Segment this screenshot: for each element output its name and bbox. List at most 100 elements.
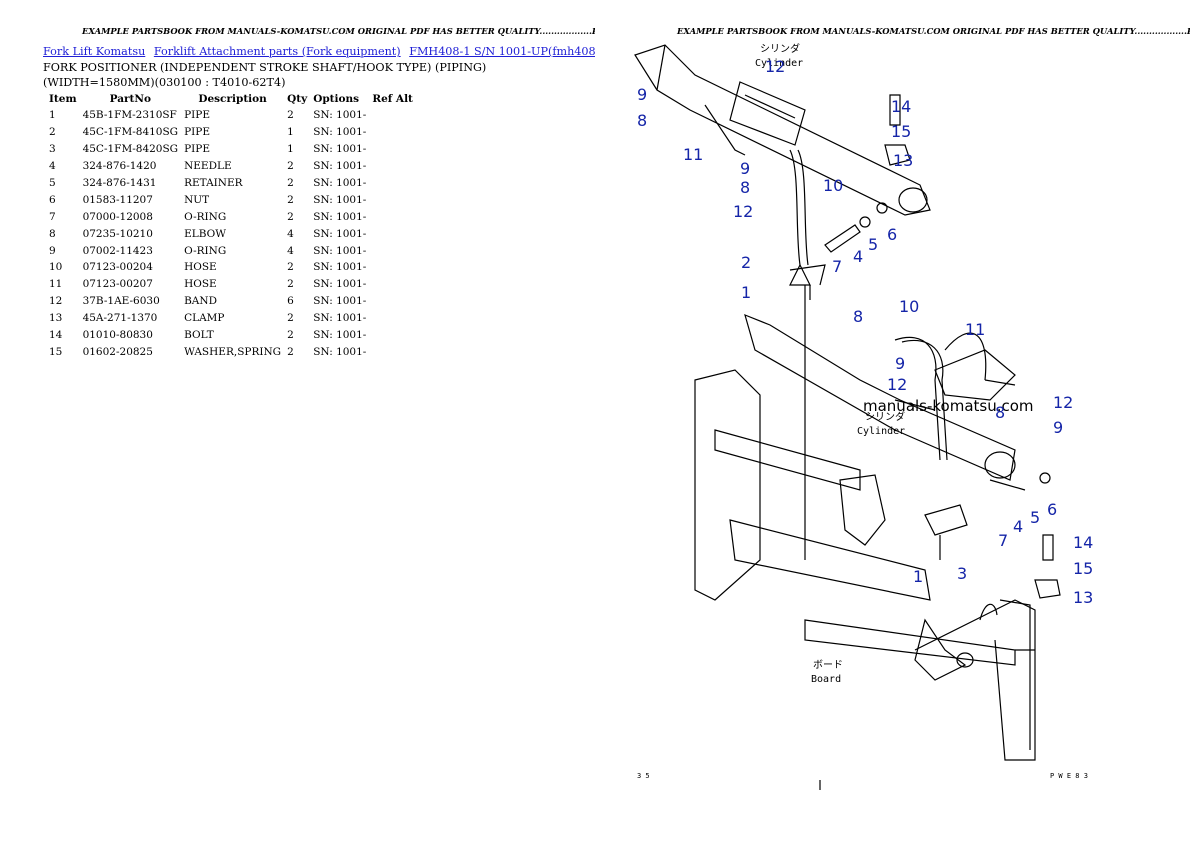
cell-qty: 4 <box>287 244 294 257</box>
cell-ref-alt <box>369 107 416 124</box>
cell-ref-alt <box>369 141 416 158</box>
cell-qty: 2 <box>287 312 294 325</box>
cell-item: 7 <box>49 210 56 223</box>
callout-number: 3 <box>957 564 967 583</box>
callout-number: 9 <box>740 159 750 178</box>
page-subtitle: (WIDTH=1580MM)(030100 : T4010-62T4) <box>43 76 286 89</box>
cell-options: SN: 1001- <box>313 160 367 173</box>
cell-item: 1 <box>49 109 56 122</box>
cell-options: SN: 1001- <box>313 126 367 139</box>
cell-qty: 2 <box>287 177 294 189</box>
callout-number: 12 <box>887 375 907 394</box>
cell-options: SN: 1001- <box>313 177 367 189</box>
cell-ref-alt <box>369 175 416 192</box>
cell-qty: 2 <box>287 329 294 342</box>
cell-ref-alt <box>369 259 416 276</box>
cell-partno: 07123-00204 <box>82 261 153 274</box>
cell-options: SN: 1001- <box>313 329 367 342</box>
cell-ref-alt <box>369 276 416 293</box>
cylinder-label-jp: シリンダ <box>760 42 800 55</box>
footer-page-ref: 3 5 <box>637 772 650 780</box>
cell-item: 12 <box>49 295 63 308</box>
cell-qty: 2 <box>287 278 294 291</box>
cell-item: 8 <box>49 227 56 240</box>
callout-number: 8 <box>740 178 750 197</box>
callout-number: 8 <box>637 111 647 130</box>
breadcrumb-link-category[interactable]: Fork Lift Komatsu <box>43 45 146 58</box>
cell-qty: 2 <box>287 109 294 122</box>
cell-item: 6 <box>49 193 56 206</box>
callout-number: 15 <box>1073 559 1093 578</box>
cell-description: NUT <box>184 193 210 206</box>
parts-exploded-diagram: シリンダ Cylinder シリンダ Cylinder ボード Board ma… <box>634 42 1093 790</box>
callout-number: 11 <box>683 145 703 164</box>
cell-options: SN: 1001- <box>313 345 367 358</box>
callout-number: 1 <box>913 567 923 586</box>
cell-options: SN: 1001- <box>313 109 367 122</box>
cell-ref-alt <box>369 225 416 242</box>
column-header-description: Description <box>198 93 267 105</box>
cell-qty: 1 <box>287 143 294 156</box>
board-label-en: Board <box>811 674 841 685</box>
cell-item: 3 <box>49 143 56 156</box>
callout-number: 1 <box>741 283 751 302</box>
cell-options: SN: 1001- <box>313 143 367 156</box>
callout-number: 9 <box>895 354 905 373</box>
callout-number: 10 <box>823 176 843 195</box>
callout-number: 13 <box>893 151 913 170</box>
page-2: EXAMPLE PARTSBOOK FROM MANUALS-KOMATSU.C… <box>595 0 1190 842</box>
cell-description: CLAMP <box>184 312 225 325</box>
cell-options: SN: 1001- <box>313 210 367 223</box>
callout-number: 7 <box>832 257 842 276</box>
breadcrumb: Fork Lift Komatsu Forklift Attachment pa… <box>43 45 595 58</box>
breadcrumb-link-model[interactable]: FMH408-1 S/N 1001-UP(fmh408el) <box>409 45 595 58</box>
callout-number: 15 <box>891 122 911 141</box>
cell-options: SN: 1001- <box>313 227 367 240</box>
callout-number: 6 <box>887 225 897 244</box>
callout-number: 4 <box>1013 517 1023 536</box>
callout-number: 2 <box>741 253 751 272</box>
cell-description: BAND <box>184 295 217 308</box>
cell-partno: 01602-20825 <box>82 345 153 358</box>
callout-number: 12 <box>1053 393 1073 412</box>
cell-item: 9 <box>49 244 56 257</box>
cell-item: 14 <box>49 329 63 342</box>
cell-partno: 324-876-1431 <box>82 177 157 189</box>
cell-item: 15 <box>49 345 63 358</box>
callout-number: 13 <box>1073 588 1093 607</box>
cell-partno: 45C-1FM-8420SG <box>82 143 179 156</box>
cell-partno: 07235-10210 <box>82 227 153 240</box>
cell-description: ELBOW <box>184 227 227 240</box>
cell-options: SN: 1001- <box>313 295 367 308</box>
cell-ref-alt <box>369 124 416 141</box>
cell-description: NEEDLE <box>184 160 232 173</box>
cell-description: O-RING <box>184 210 227 223</box>
cell-partno: 45B-1FM-2310SF <box>82 109 177 122</box>
cell-ref-alt <box>369 158 416 175</box>
callout-number: 8 <box>995 403 1005 422</box>
cell-qty: 2 <box>287 160 294 173</box>
breadcrumb-link-section[interactable]: Forklift Attachment parts (Fork equipmen… <box>153 45 401 58</box>
cell-partno: 07123-00207 <box>82 278 153 291</box>
cell-item: 5 <box>49 177 56 189</box>
cell-ref-alt <box>369 293 416 310</box>
cell-partno: 01010-80830 <box>82 329 153 342</box>
cell-partno: 45C-1FM-8410SG <box>82 126 179 139</box>
diagram-linework <box>634 44 1061 790</box>
column-header-ref-alt: Ref Alt <box>372 93 413 105</box>
callout-number: 5 <box>1030 508 1040 527</box>
page-banner: EXAMPLE PARTSBOOK FROM MANUALS-KOMATSU.C… <box>677 26 1190 36</box>
cell-partno: 01583-11207 <box>82 193 153 206</box>
cell-description: HOSE <box>184 261 217 274</box>
cell-options: SN: 1001- <box>313 244 367 257</box>
cell-item: 10 <box>49 261 63 274</box>
